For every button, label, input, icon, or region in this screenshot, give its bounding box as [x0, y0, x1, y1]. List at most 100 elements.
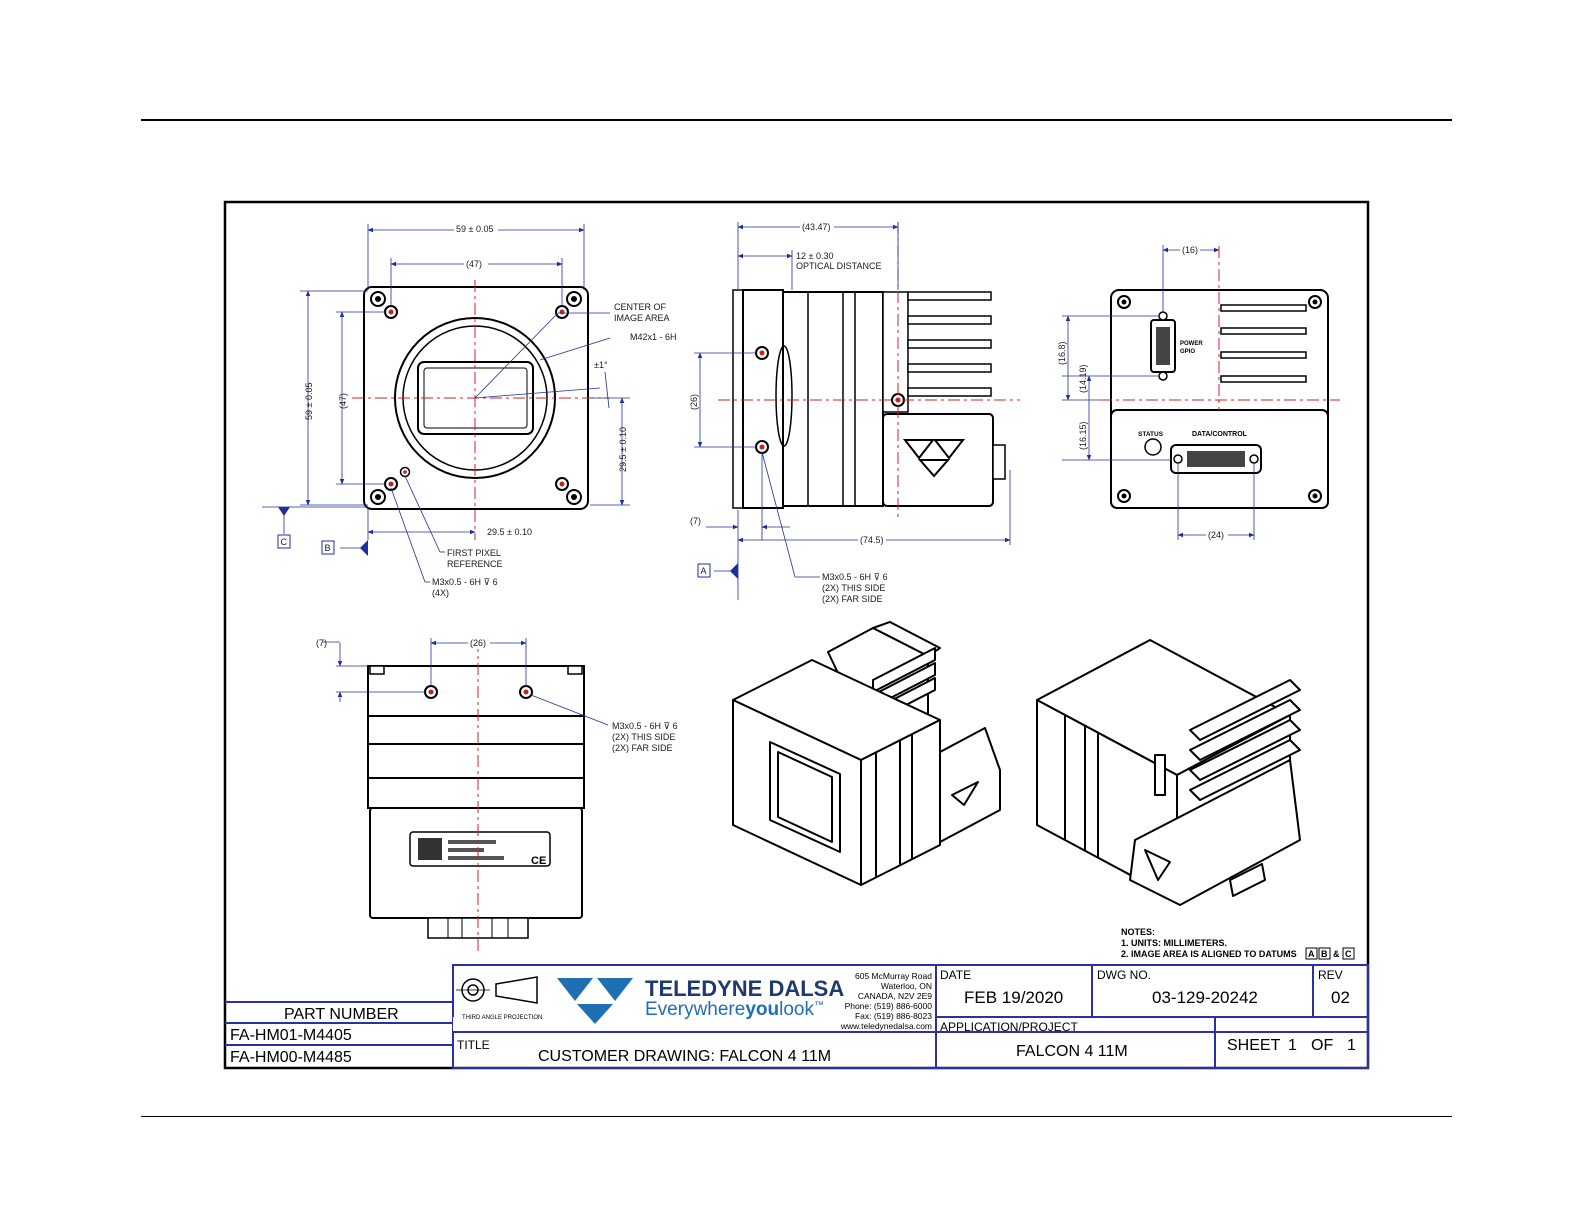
status-led-icon [1144, 438, 1162, 456]
rear-bottom-dim: (24) [1208, 530, 1224, 540]
notes-datum-a: A [1308, 949, 1315, 959]
part-number-header: PART NUMBER [284, 1006, 399, 1023]
application-value: FALCON 4 11M [1016, 1043, 1128, 1060]
tapped-hole-icon [384, 305, 398, 319]
front-width-dim: 59 ± 0.05 [456, 224, 493, 234]
side-hole-thread-label: M3x0.5 - 6H ⊽ 6 [822, 572, 888, 582]
notes-block: NOTES: 1. UNITS: MILLIMETERS. 2. IMAGE A… [1121, 927, 1355, 960]
corner-screw-icon [1117, 489, 1131, 503]
bottom-hole-far-side-label: (2X) FAR SIDE [612, 743, 673, 753]
image-area-label: IMAGE AREA [614, 313, 670, 323]
front-hole-thread-label: M3x0.5 - 6H ⊽ 6 [432, 577, 498, 587]
tapped-hole-icon [424, 685, 438, 699]
part-number-2: FA-HM00-M4485 [230, 1049, 352, 1066]
title-value: CUSTOMER DRAWING: FALCON 4 11M [538, 1048, 831, 1065]
side-hole-spacing-dim: (26) [689, 394, 699, 410]
tapped-hole-icon [555, 477, 569, 491]
front-height-dim: 59 ± 0.05 [304, 383, 314, 420]
corner-screw-icon [1308, 489, 1322, 503]
ce-mark: CE [531, 855, 546, 867]
power-gpio-connector-icon [1150, 311, 1176, 381]
tapped-hole-icon [755, 346, 769, 360]
application-label: APPLICATION/PROJECT [940, 1020, 1078, 1034]
rev-label: REV [1318, 968, 1343, 982]
rev-value: 02 [1331, 988, 1350, 1007]
center-of-label: CENTER OF [614, 302, 667, 312]
svg-text:CANADA, N2V 2E9: CANADA, N2V 2E9 [858, 991, 932, 1001]
corner-screw-icon [1117, 295, 1131, 309]
optical-distance-dim: 12 ± 0.30 [796, 251, 833, 261]
teledyne-logo-icon [902, 439, 966, 478]
side-overall-dim: (43.47) [802, 222, 831, 232]
tapped-hole-icon [519, 685, 533, 699]
rear-top-dim: (16) [1182, 245, 1198, 255]
front-hole-spacing-y-dim: (47) [338, 393, 348, 409]
datum-c-label: C [281, 537, 288, 547]
rear-v2-dim: (14.19) [1078, 364, 1088, 393]
corner-screw-icon [1308, 295, 1322, 309]
notes-datum-c: C [1345, 949, 1352, 959]
tapped-hole-icon [555, 305, 569, 319]
sheet-number: 1 [1288, 1037, 1297, 1054]
rear-view: (16) (16.8) (14.19) (16.15) (24) POWER G… [1057, 244, 1340, 541]
data-control-connector-icon [1170, 444, 1262, 474]
dwg-no-label: DWG NO. [1097, 968, 1151, 982]
date-label: DATE [940, 968, 971, 982]
sheet-of: OF [1311, 1037, 1333, 1054]
tapped-hole-icon [755, 440, 769, 454]
part-number-1: FA-HM01-M4405 [230, 1027, 352, 1044]
bottom-view: CE (26) (7) M3x0.5 - 6H ⊽ 6 (2X) THIS SI… [316, 637, 678, 955]
sheet-total: 1 [1347, 1037, 1356, 1054]
rear-v3-dim: (16.15) [1078, 421, 1088, 450]
corner-screw-icon [566, 489, 582, 505]
bottom-hole-this-side-label: (2X) THIS SIDE [612, 732, 675, 742]
data-control-label: DATA/CONTROL [1192, 431, 1248, 438]
svg-text:Waterloo, ON: Waterloo, ON [881, 981, 932, 991]
datum-b-label: B [325, 543, 331, 553]
front-center-y-dim: 29.5 ± 0.10 [618, 427, 628, 472]
power-label: POWER [1180, 341, 1203, 347]
optical-distance-label: OPTICAL DISTANCE [796, 261, 882, 271]
reference-label: REFERENCE [447, 559, 503, 569]
heatsink-fins [907, 291, 992, 397]
front-hole-count-label: (4X) [432, 588, 449, 598]
corner-screw-icon [566, 291, 582, 307]
mount-thread-label: M42x1 - 6H [630, 332, 677, 342]
notes-line-2: 2. IMAGE AREA IS ALIGNED TO DATUMS [1121, 949, 1297, 959]
svg-text:605 McMurray Road: 605 McMurray Road [855, 971, 932, 981]
notes-heading: NOTES: [1121, 927, 1155, 937]
notes-datum-b: B [1321, 949, 1328, 959]
svg-text:Fax: (519) 886-8023: Fax: (519) 886-8023 [855, 1011, 932, 1021]
sheet-label: SHEET [1227, 1037, 1281, 1054]
corner-screw-icon [370, 291, 386, 307]
front-angle-label: ±1° [594, 360, 608, 370]
first-pixel-marker-icon [399, 466, 411, 478]
date-value: FEB 19/2020 [964, 988, 1063, 1007]
dwg-no-value: 03-129-20242 [1152, 988, 1258, 1007]
projection-label: THIRD ANGLE PROJECTION [462, 1015, 542, 1021]
side-length-dim: (74.5) [860, 535, 884, 545]
notes-line-1: 1. UNITS: MILLIMETERS. [1121, 938, 1227, 948]
isometric-view-rear [1036, 639, 1301, 906]
title-label: TITLE [457, 1038, 490, 1052]
brand-name: TELEDYNE DALSA [645, 976, 844, 1001]
rear-v1-dim: (16.8) [1057, 341, 1067, 365]
svg-text:Phone: (519) 886-6000: Phone: (519) 886-6000 [845, 1001, 933, 1011]
brand-tagline: Everywhereyoulook™ [645, 999, 824, 1020]
bottom-offset-dim: (7) [316, 638, 327, 648]
svg-text:www.teledynedalsa.com: www.teledynedalsa.com [840, 1021, 932, 1031]
front-center-x-dim: 29.5 ± 0.10 [487, 527, 532, 537]
notes-ampersand: & [1333, 949, 1340, 959]
front-hole-spacing-x-dim: (47) [466, 259, 482, 269]
teledyne-dalsa-logo-icon [557, 978, 633, 1024]
company-address: 605 McMurray Road Waterloo, ON CANADA, N… [840, 971, 932, 1031]
third-angle-projection-icon [456, 976, 538, 1004]
corner-screw-icon [370, 489, 386, 505]
bottom-hole-thread-label: M3x0.5 - 6H ⊽ 6 [612, 721, 678, 731]
datum-a-label: A [701, 566, 707, 576]
isometric-view-front [732, 621, 1001, 886]
status-label: STATUS [1138, 431, 1164, 438]
header-rule [141, 119, 1452, 121]
first-pixel-label: FIRST PIXEL [447, 548, 501, 558]
